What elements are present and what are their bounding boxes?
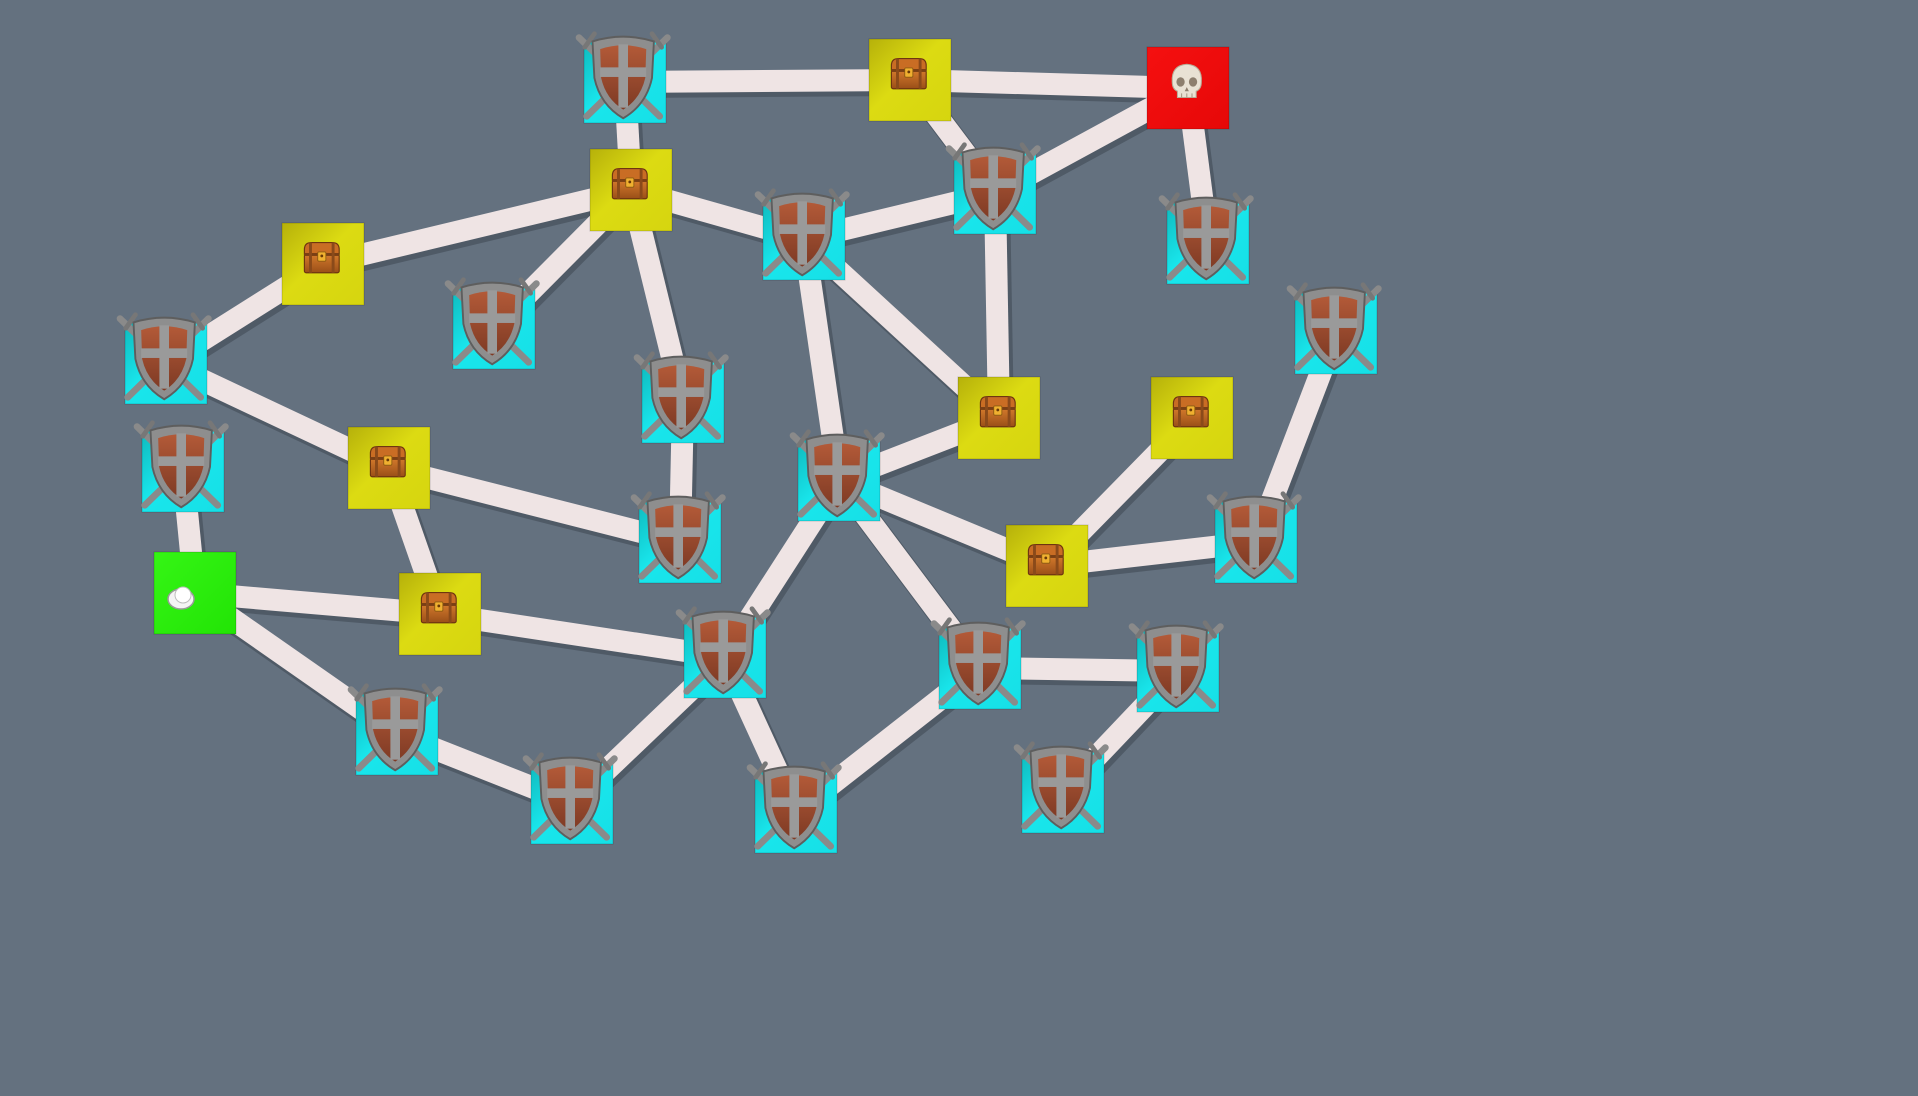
boss-room-node-n3[interactable]	[1146, 46, 1230, 130]
treasure-room-node-n13[interactable]	[957, 376, 1041, 460]
treasure-chest-icon	[1172, 396, 1209, 428]
combat-room-node-n17[interactable]	[793, 432, 881, 522]
treasure-room-node-n16[interactable]	[347, 426, 431, 510]
combat-room-node-n1[interactable]	[579, 34, 667, 124]
combat-room-node-n25[interactable]	[1132, 623, 1220, 713]
treasure-chest-icon	[369, 446, 406, 478]
combat-room-node-n28[interactable]	[750, 764, 838, 854]
path-n4-n8	[320, 179, 634, 275]
combat-room-node-n7[interactable]	[1162, 195, 1250, 285]
treasure-chest-icon	[611, 168, 648, 200]
treasure-chest-icon	[1027, 544, 1064, 576]
treasure-room-node-n8[interactable]	[281, 222, 365, 306]
combat-room-node-n6[interactable]	[758, 191, 846, 281]
combat-room-node-n19[interactable]	[1210, 494, 1298, 584]
combat-room-node-n29[interactable]	[1017, 744, 1105, 834]
treasure-room-node-n2[interactable]	[868, 38, 952, 122]
combat-room-node-n24[interactable]	[934, 620, 1022, 710]
combat-room-node-n27[interactable]	[526, 755, 614, 845]
combat-room-node-n12[interactable]	[637, 354, 725, 444]
start-tile[interactable]	[153, 551, 237, 635]
treasure-chest-icon	[420, 592, 457, 624]
combat-room-node-n11[interactable]	[1290, 285, 1378, 375]
path-n2-n3	[909, 69, 1189, 99]
path-n22-n23	[438, 603, 727, 668]
treasure-room-node-n4[interactable]	[589, 148, 673, 232]
combat-room-node-n10[interactable]	[120, 315, 208, 405]
room-nodes	[120, 34, 1378, 854]
combat-room-node-n5[interactable]	[949, 145, 1037, 235]
combat-room-node-n15[interactable]	[137, 423, 225, 513]
start-room-node-n21[interactable]	[153, 551, 237, 635]
combat-room-node-n9[interactable]	[448, 280, 536, 370]
path-n1-n2	[624, 69, 911, 93]
treasure-chest-icon	[890, 58, 927, 90]
treasure-room-node-n14[interactable]	[1150, 376, 1234, 460]
treasure-chest-icon	[303, 242, 340, 274]
combat-room-node-n18[interactable]	[634, 494, 722, 584]
treasure-chest-icon	[979, 396, 1016, 428]
combat-room-node-n23[interactable]	[679, 609, 767, 699]
combat-room-node-n26[interactable]	[351, 686, 439, 776]
path-n16-n18	[386, 457, 683, 553]
treasure-room-node-n22[interactable]	[398, 572, 482, 656]
player-token-icon	[167, 586, 195, 610]
treasure-room-node-n20[interactable]	[1005, 524, 1089, 608]
